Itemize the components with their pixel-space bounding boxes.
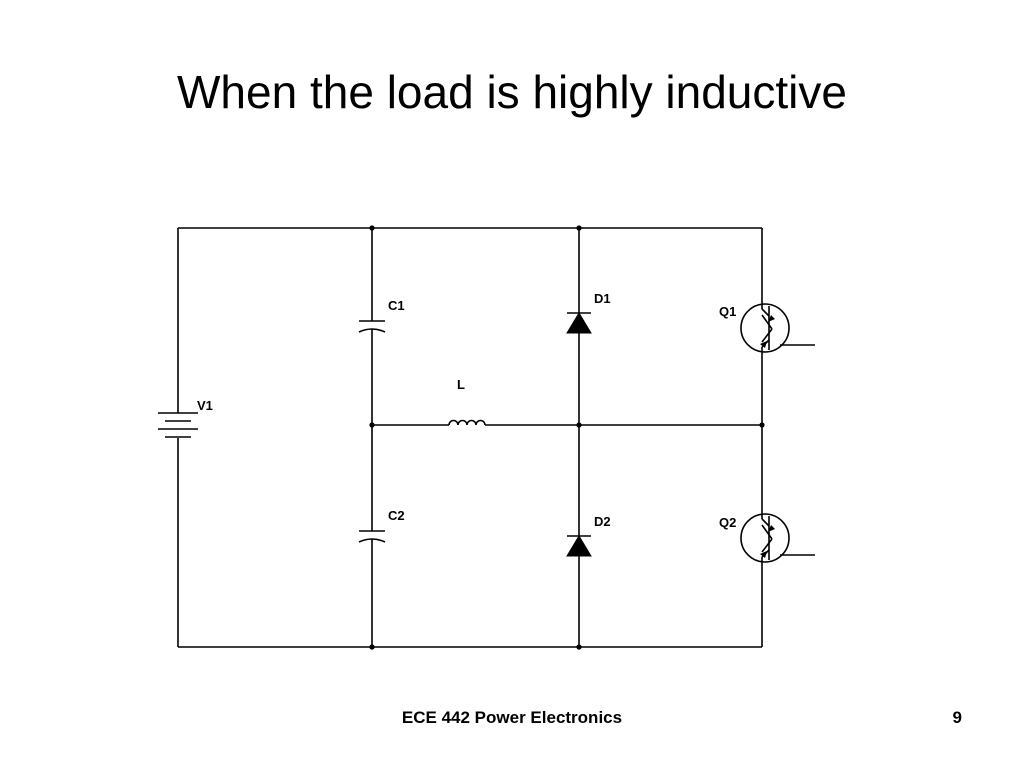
transistor-q1-symbol (740, 303, 815, 353)
footer-course-title: ECE 442 Power Electronics (401, 708, 623, 727)
label-q1: Q1 (719, 304, 736, 319)
junction-dot (759, 422, 765, 428)
junction-dot (369, 644, 375, 650)
label-d1: D1 (594, 291, 611, 306)
diode-d1-symbol (566, 312, 592, 334)
transistor-q2-symbol (740, 513, 815, 563)
junction-dot (576, 644, 582, 650)
label-v1: V1 (197, 398, 213, 413)
label-c2: C2 (388, 508, 405, 523)
junction-dot (369, 422, 375, 428)
battery-v1-symbol (158, 412, 198, 438)
junction-dot (576, 225, 582, 231)
label-d2: D2 (594, 514, 611, 529)
junction-dot (369, 225, 375, 231)
slide-title: When the load is highly inductive (177, 66, 847, 118)
page-number: 9 (952, 708, 962, 727)
label-q2: Q2 (719, 515, 736, 530)
diode-d2-symbol (566, 535, 592, 557)
label-c1: C1 (388, 298, 405, 313)
inductor-l-symbol (448, 419, 486, 426)
label-l: L (457, 377, 465, 392)
junction-dot (576, 422, 582, 428)
